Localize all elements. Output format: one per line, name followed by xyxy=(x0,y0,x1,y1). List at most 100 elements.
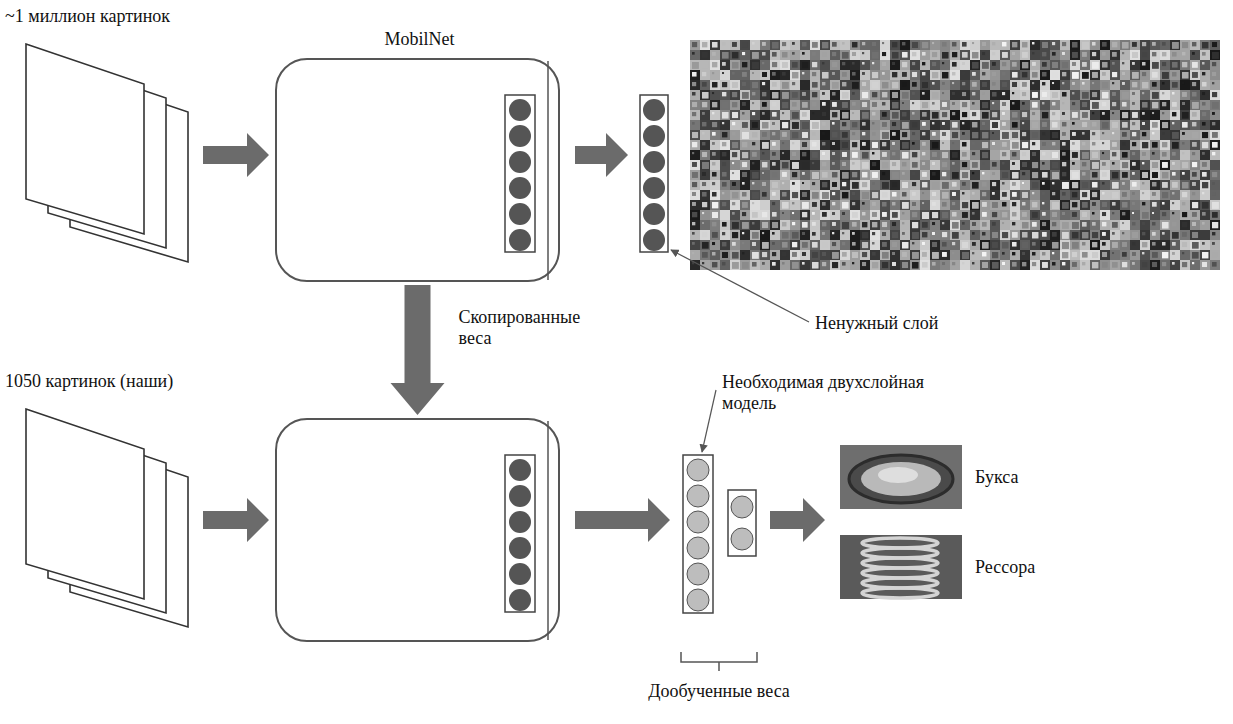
mosaic-cell xyxy=(840,210,850,220)
mosaic-cell xyxy=(850,70,860,80)
mosaic-cell xyxy=(810,80,820,90)
mosaic-spot xyxy=(1062,112,1065,115)
mosaic-spot xyxy=(912,72,917,77)
mosaic-spot xyxy=(1112,62,1115,65)
mosaic-spot xyxy=(952,122,958,128)
mosaic-spot xyxy=(922,62,925,65)
mosaic-cell xyxy=(880,80,890,90)
mosaic-spot xyxy=(1172,172,1176,176)
mosaic-spot xyxy=(812,132,816,136)
mosaic-cell xyxy=(830,120,840,130)
mosaic-spot xyxy=(1202,92,1205,95)
mosaic-cell xyxy=(940,220,950,230)
mosaic-spot xyxy=(772,112,777,117)
mosaic-cell xyxy=(1000,180,1010,190)
mosaic-spot xyxy=(962,172,968,178)
mosaic-cell xyxy=(1150,210,1160,220)
mosaic-cell xyxy=(750,230,760,240)
mosaic-spot xyxy=(872,172,878,178)
mosaic-cell xyxy=(720,160,730,170)
mosaic-spot xyxy=(1212,72,1216,76)
mosaic-cell xyxy=(1010,230,1020,240)
mosaic-cell xyxy=(1040,110,1050,120)
mosaic-cell xyxy=(990,60,1000,70)
mosaic-cell xyxy=(720,140,730,150)
mosaic-spot xyxy=(842,142,848,148)
mosaic-cell xyxy=(1080,120,1090,130)
mosaic-cell xyxy=(730,230,740,240)
mosaic-cell xyxy=(780,210,790,220)
mosaic-cell xyxy=(1070,130,1080,140)
mosaic-cell xyxy=(880,120,890,130)
mosaic-cell xyxy=(830,140,840,150)
mosaic-cell xyxy=(780,90,790,100)
mosaic-cell xyxy=(940,150,950,160)
mosaic-spot xyxy=(1022,92,1026,96)
mosaic-cell xyxy=(800,250,810,260)
mosaic-cell xyxy=(750,120,760,130)
mosaic-cell xyxy=(690,120,700,130)
mosaic-cell xyxy=(990,220,1000,230)
mosaic-spot xyxy=(872,122,874,124)
mosaic-cell xyxy=(950,90,960,100)
mosaic-cell xyxy=(800,220,810,230)
mosaic-spot xyxy=(752,102,754,104)
mosaic-cell xyxy=(990,50,1000,60)
mosaic-spot xyxy=(1152,42,1156,46)
mosaic-spot xyxy=(812,102,816,106)
mosaic-spot xyxy=(1182,122,1188,128)
mosaic-spot xyxy=(742,162,747,167)
mosaic-cell xyxy=(1090,160,1100,170)
mosaic-spot xyxy=(772,102,776,106)
mosaic-cell xyxy=(930,190,940,200)
mosaic-cell xyxy=(960,90,970,100)
mosaic-spot xyxy=(722,122,724,124)
mosaic-spot xyxy=(1052,112,1055,115)
mosaic-spot xyxy=(922,42,928,48)
mosaic-spot xyxy=(1122,72,1125,75)
mosaic-spot xyxy=(1122,112,1128,118)
mosaic-cell xyxy=(790,140,800,150)
mosaic-spot xyxy=(942,142,944,144)
mosaic-spot xyxy=(732,62,739,69)
mosaic-cell xyxy=(1000,260,1010,270)
mosaic-cell xyxy=(880,40,890,50)
mosaic-spot xyxy=(1152,132,1154,134)
mosaic-spot xyxy=(932,92,939,99)
mosaic-spot xyxy=(1022,122,1024,124)
mosaic-cell xyxy=(1050,230,1060,240)
mosaic-spot xyxy=(1062,132,1066,136)
mosaic-cell xyxy=(980,110,990,120)
mosaic-cell xyxy=(800,240,810,250)
mosaic-cell xyxy=(1120,90,1130,100)
mosaic-spot xyxy=(822,122,826,126)
mosaic-spot xyxy=(932,82,935,85)
mosaic-spot xyxy=(762,142,769,149)
mosaic-cell xyxy=(930,250,940,260)
mosaic-cell xyxy=(710,190,720,200)
mosaic-spot xyxy=(982,172,984,174)
mosaic-cell xyxy=(1190,240,1200,250)
mosaic-cell xyxy=(770,130,780,140)
mosaic-cell xyxy=(1000,250,1010,260)
mosaic-cell xyxy=(950,40,960,50)
mosaic-cell xyxy=(710,260,720,270)
mosaic-cell xyxy=(1090,190,1100,200)
mosaic-spot xyxy=(1012,182,1016,186)
mosaic-spot xyxy=(1102,112,1105,115)
mosaic-cell xyxy=(840,40,850,50)
mosaic-cell xyxy=(740,170,750,180)
mosaic-spot xyxy=(1162,42,1166,46)
mosaic-spot xyxy=(1102,62,1108,68)
mosaic-spot xyxy=(892,182,897,187)
mosaic-spot xyxy=(1112,42,1117,47)
mosaic-spot xyxy=(1042,152,1045,155)
mosaic-cell xyxy=(750,190,760,200)
mosaic-cell xyxy=(1180,120,1190,130)
mosaic-spot xyxy=(1122,142,1126,146)
mosaic-cell xyxy=(760,160,770,170)
mosaic-cell xyxy=(1050,50,1060,60)
mosaic-spot xyxy=(1212,62,1216,66)
mosaic-cell xyxy=(750,90,760,100)
mosaic-spot xyxy=(832,122,835,125)
